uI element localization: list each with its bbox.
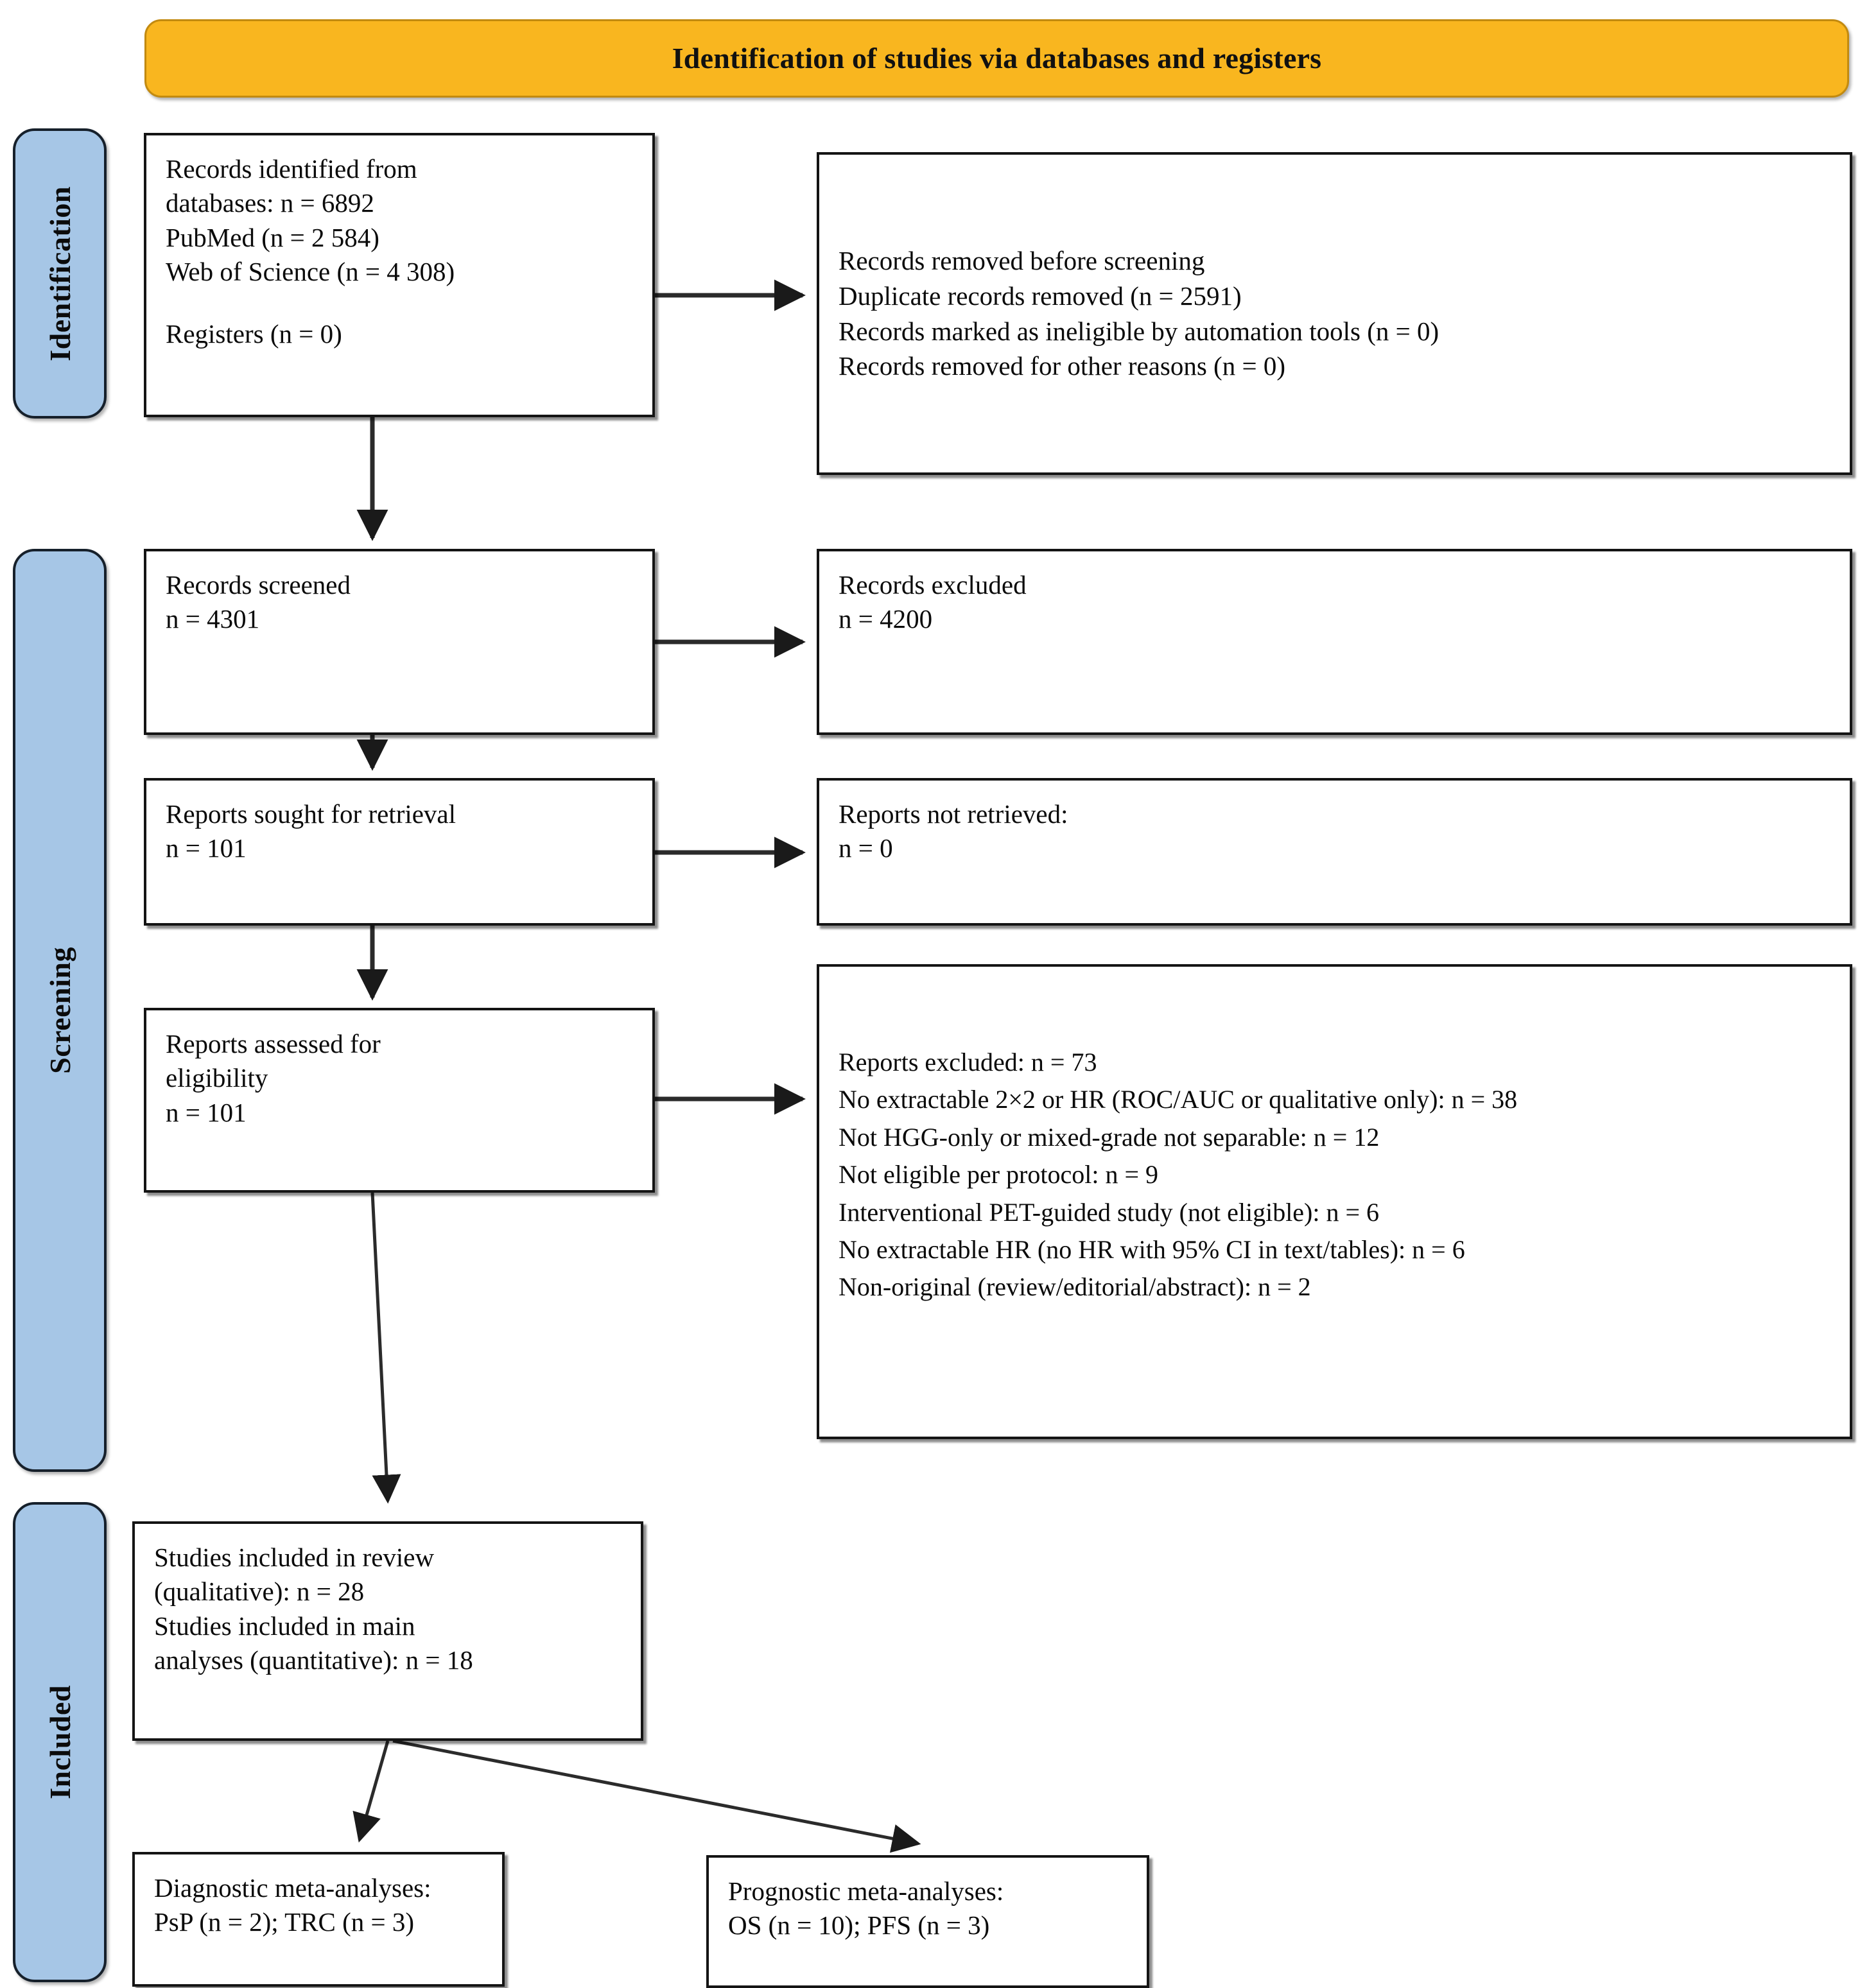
records-identified-line-4: Web of Science (n = 4 308) <box>166 256 455 286</box>
box-reports-excluded[interactable]: Reports excluded: n = 73 No extractable … <box>817 964 1852 1439</box>
reports-assessed-line-2: eligibility <box>166 1063 268 1093</box>
prognostic-line-1: Prognostic meta-analyses: <box>728 1876 1004 1906</box>
box-reports-assessed[interactable]: Reports assessed for eligibility n = 101 <box>144 1008 655 1193</box>
records-removed-line-2: Duplicate records removed (n = 2591) <box>839 281 1242 311</box>
stage-label-identification-text: Identification <box>43 186 76 361</box>
diagnostic-line-1: Diagnostic meta-analyses: <box>154 1873 431 1903</box>
records-excluded-line-2: n = 4200 <box>839 604 933 634</box>
records-screened-line-2: n = 4301 <box>166 604 260 634</box>
studies-included-line-1: Studies included in review <box>154 1543 435 1572</box>
reports-not-retrieved-line-2: n = 0 <box>839 833 893 863</box>
reports-excluded-line-1: Reports excluded: n = 73 <box>839 1048 1097 1076</box>
records-excluded-line-1: Records excluded <box>839 570 1027 600</box>
reports-assessed-line-1: Reports assessed for <box>166 1029 381 1059</box>
records-identified-line-2: databases: n = 6892 <box>166 188 374 218</box>
diagnostic-line-2: PsP (n = 2); TRC (n = 3) <box>154 1907 415 1937</box>
page-title: Identification of studies via databases … <box>672 41 1322 74</box>
reports-excluded-line-3: Not HGG-only or mixed-grade not separabl… <box>839 1122 1380 1152</box>
reports-not-retrieved-line-1: Reports not retrieved: <box>839 799 1068 829</box>
box-records-screened[interactable]: Records screened n = 4301 <box>144 549 655 735</box>
box-prognostic-meta-analyses[interactable]: Prognostic meta-analyses: OS (n = 10); P… <box>706 1855 1149 1988</box>
records-identified-line-1: Records identified from <box>166 154 417 184</box>
reports-assessed-line-3: n = 101 <box>166 1097 247 1127</box>
studies-included-line-3: Studies included in main <box>154 1611 415 1641</box>
reports-excluded-line-4: Not eligible per protocol: n = 9 <box>839 1160 1159 1189</box>
reports-excluded-line-6: No extractable HR (no HR with 95% CI in … <box>839 1234 1465 1264</box>
records-identified-line-3: PubMed (n = 2 584) <box>166 222 379 252</box>
box-reports-not-retrieved[interactable]: Reports not retrieved: n = 0 <box>817 778 1852 926</box>
records-screened-line-1: Records screened <box>166 570 351 600</box>
box-reports-sought[interactable]: Reports sought for retrieval n = 101 <box>144 778 655 926</box>
reports-sought-line-1: Reports sought for retrieval <box>166 799 456 829</box>
records-identified-line-5: Registers (n = 0) <box>166 319 342 349</box>
box-records-excluded[interactable]: Records excluded n = 4200 <box>817 549 1852 735</box>
stage-label-included: Included <box>13 1502 107 1982</box>
box-records-removed[interactable]: Records removed before screening Duplica… <box>817 152 1852 475</box>
diagram-header-banner: Identification of studies via databases … <box>144 19 1849 98</box>
reports-excluded-line-2: No extractable 2×2 or HR (ROC/AUC or qua… <box>839 1085 1518 1114</box>
stage-label-included-text: Included <box>43 1685 76 1799</box>
studies-included-line-4: analyses (quantitative): n = 18 <box>154 1645 473 1675</box>
reports-sought-line-2: n = 101 <box>166 833 247 863</box>
reports-excluded-line-7: Non-original (review/editorial/abstract)… <box>839 1272 1311 1302</box>
reports-excluded-line-5: Interventional PET-guided study (not eli… <box>839 1197 1380 1227</box>
studies-included-line-2: (qualitative): n = 28 <box>154 1577 365 1607</box>
stage-label-identification: Identification <box>13 128 107 419</box>
records-removed-line-3: Records marked as ineligible by automati… <box>839 316 1439 346</box>
box-diagnostic-meta-analyses[interactable]: Diagnostic meta-analyses: PsP (n = 2); T… <box>132 1852 505 1987</box>
records-removed-line-1: Records removed before screening <box>839 245 1205 275</box>
records-removed-line-4: Records removed for other reasons (n = 0… <box>839 351 1285 381</box>
stage-label-screening-text: Screening <box>43 947 76 1074</box>
prognostic-line-2: OS (n = 10); PFS (n = 3) <box>728 1910 990 1940</box>
stage-label-screening: Screening <box>13 549 107 1472</box>
box-studies-included[interactable]: Studies included in review (qualitative)… <box>132 1521 643 1741</box>
box-records-identified[interactable]: Records identified from databases: n = 6… <box>144 133 655 417</box>
